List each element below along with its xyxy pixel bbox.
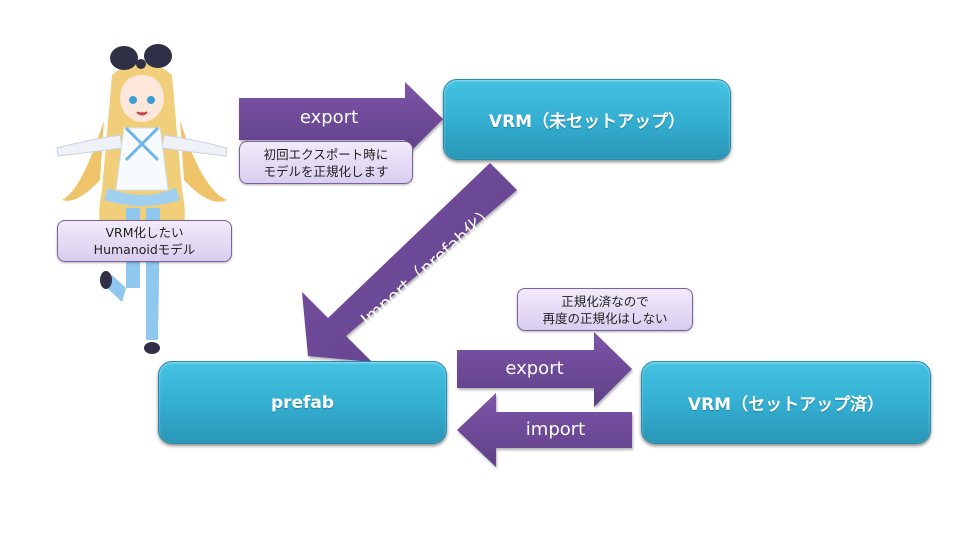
callout-already-normalized-line-1: 正規化済なので bbox=[561, 293, 649, 309]
export-arrow-top-label: export bbox=[299, 107, 359, 128]
import-arrow-bottom-label: import bbox=[525, 419, 586, 440]
node-vrm-unsetup-label: VRM（未セットアップ） bbox=[488, 112, 686, 132]
callout-humanoid-model-line-2: Humanoidモデル bbox=[93, 242, 196, 257]
callout-humanoid-model: VRM化したい Humanoidモデル bbox=[57, 220, 232, 262]
callout-normalize-first-line-2: モデルを正規化します bbox=[263, 163, 389, 179]
node-vrm-setup: VRM（セットアップ済） bbox=[641, 361, 931, 444]
import-prefab-arrow-label: Import（prefab化） bbox=[357, 201, 501, 331]
callout-already-normalized: 正規化済なので 再度の正規化はしない bbox=[517, 288, 693, 331]
callout-normalize-first-line-1: 初回エクスポート時に bbox=[263, 146, 389, 162]
callout-humanoid-model-line-1: VRM化したい bbox=[105, 225, 184, 240]
callout-normalize-first: 初回エクスポート時に モデルを正規化します bbox=[239, 141, 413, 184]
export-arrow-bottom-label: export bbox=[505, 358, 564, 379]
node-prefab: prefab bbox=[158, 361, 447, 444]
humanoid-character-illustration bbox=[56, 44, 228, 354]
node-vrm-setup-label: VRM（セットアップ済） bbox=[687, 395, 885, 415]
node-vrm-unsetup: VRM（未セットアップ） bbox=[443, 79, 731, 160]
node-prefab-label: prefab bbox=[270, 392, 335, 413]
callout-already-normalized-line-2: 再度の正規化はしない bbox=[542, 310, 668, 326]
